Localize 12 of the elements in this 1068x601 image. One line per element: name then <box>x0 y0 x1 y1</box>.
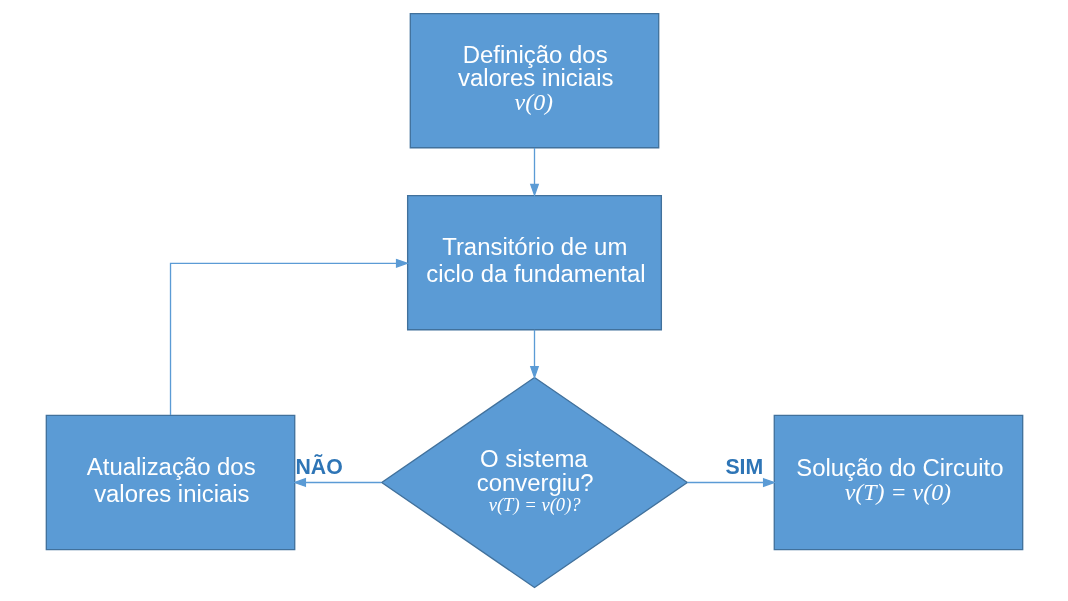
node-box: Solução do Circuito v(T) = v(0) <box>773 414 1023 551</box>
node-box: Transitório de um ciclo da fundamental <box>406 194 662 331</box>
arrow <box>529 329 539 380</box>
arrow <box>529 147 539 198</box>
edge-label: SIM <box>724 455 763 480</box>
node-box: Atualização dos valores iniciais <box>45 414 295 551</box>
arrow <box>292 477 382 488</box>
edge-label: NÃO <box>294 455 343 480</box>
node-diamond: O sistema convergiu? v(T) = v(0)? <box>380 376 688 589</box>
arrow <box>169 258 409 416</box>
node-box: Definição dos valores iniciais v(0) <box>409 12 659 149</box>
arrow <box>686 477 776 488</box>
